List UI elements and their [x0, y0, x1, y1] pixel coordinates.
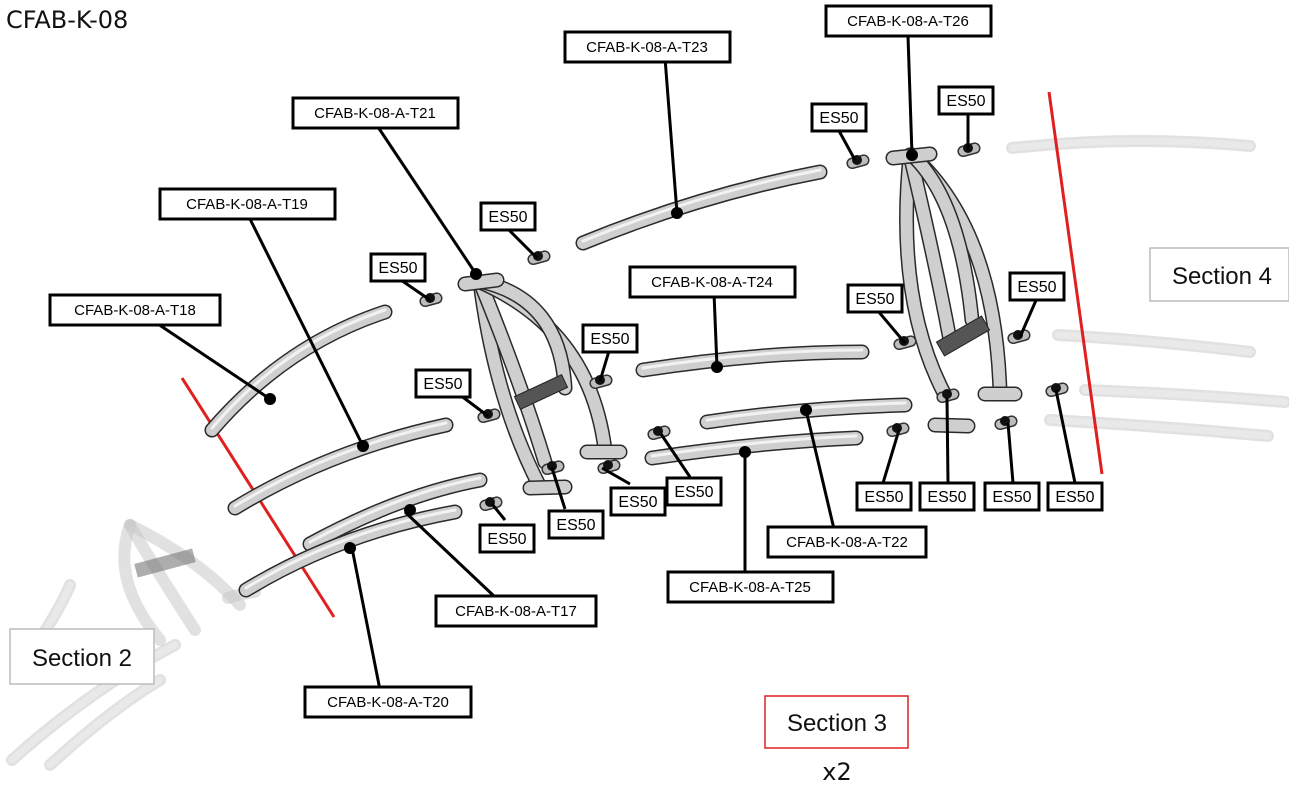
es50-tag: ES50 [846, 283, 904, 314]
section-4-box: Section 4 [1149, 247, 1289, 302]
svg-text:CFAB-K-08-A-T20: CFAB-K-08-A-T20 [327, 694, 449, 711]
section-divider-right [1047, 91, 1104, 475]
tag-t21: CFAB-K-08-A-T21 [291, 96, 460, 130]
svg-text:CFAB-K-08-A-T26: CFAB-K-08-A-T26 [847, 13, 969, 30]
es50-tags: ES50ES50ES50ES50ES50ES50ES50ES50ES50ES50… [369, 85, 1104, 554]
svg-text:CFAB-K-08-A-T24: CFAB-K-08-A-T24 [651, 274, 773, 291]
es50-label: ES50 [927, 489, 966, 506]
es50-clips [419, 142, 1069, 512]
svg-text:CFAB-K-08-A-T22: CFAB-K-08-A-T22 [786, 534, 908, 551]
tubes [204, 146, 1023, 598]
es50-label: ES50 [1017, 279, 1056, 296]
es50-tag: ES50 [937, 85, 995, 116]
es50-clip [479, 496, 503, 512]
es50-tag: ES50 [855, 481, 913, 512]
svg-text:CFAB-K-08-A-T19: CFAB-K-08-A-T19 [186, 196, 308, 213]
es50-tag: ES50 [547, 509, 605, 540]
es50-label: ES50 [423, 376, 462, 393]
es50-label: ES50 [855, 291, 894, 308]
es50-tag: ES50 [1008, 271, 1066, 302]
es50-clip [1007, 329, 1031, 345]
leader-dots [264, 149, 918, 554]
es50-label: ES50 [864, 489, 903, 506]
diagram-title: CFAB-K-08 [6, 6, 128, 34]
es50-label: ES50 [556, 517, 595, 534]
es50-label: ES50 [487, 531, 526, 548]
tag-t19: CFAB-K-08-A-T19 [158, 187, 337, 221]
es50-label: ES50 [618, 494, 657, 511]
svg-text:CFAB-K-08-A-T18: CFAB-K-08-A-T18 [74, 302, 196, 319]
svg-text:CFAB-K-08-A-T23: CFAB-K-08-A-T23 [586, 39, 708, 56]
es50-tag: ES50 [609, 486, 667, 517]
tag-t22: CFAB-K-08-A-T22 [766, 525, 928, 559]
section-2-label: Section 2 [32, 645, 132, 672]
es50-tag: ES50 [665, 476, 723, 507]
es50-tag: ES50 [983, 481, 1041, 512]
svg-text:CFAB-K-08-A-T25: CFAB-K-08-A-T25 [689, 579, 811, 596]
svg-text:CFAB-K-08-A-T21: CFAB-K-08-A-T21 [314, 105, 436, 122]
es50-label: ES50 [992, 489, 1031, 506]
quantity-label: x2 [822, 758, 851, 786]
tag-t26: CFAB-K-08-A-T26 [824, 4, 993, 38]
es50-label: ES50 [590, 331, 629, 348]
tag-t25: CFAB-K-08-A-T25 [666, 570, 835, 604]
es50-clip [994, 415, 1018, 431]
es50-tag: ES50 [479, 201, 537, 232]
tag-t17: CFAB-K-08-A-T17 [434, 594, 598, 628]
section-3-box: Section 3 [764, 695, 909, 749]
section-3-label: Section 3 [787, 710, 887, 737]
tag-t23: CFAB-K-08-A-T23 [563, 30, 732, 64]
es50-clip [647, 425, 671, 441]
svg-text:CFAB-K-08-A-T17: CFAB-K-08-A-T17 [455, 603, 577, 620]
es50-label: ES50 [1055, 489, 1094, 506]
tag-t18: CFAB-K-08-A-T18 [48, 293, 222, 327]
es50-tag: ES50 [918, 481, 976, 512]
es50-tag: ES50 [581, 323, 639, 354]
es50-label: ES50 [488, 209, 527, 226]
es50-clip [1045, 382, 1069, 398]
tag-t20: CFAB-K-08-A-T20 [303, 685, 473, 719]
es50-tag: ES50 [810, 102, 868, 133]
leader-lines [151, 35, 1077, 691]
es50-label: ES50 [819, 110, 858, 127]
es50-label: ES50 [674, 484, 713, 501]
tag-t24: CFAB-K-08-A-T24 [628, 265, 797, 299]
section-2-box: Section 2 [9, 628, 155, 685]
es50-tag: ES50 [414, 368, 472, 399]
part-tags: CFAB-K-08-A-T23 CFAB-K-08-A-T26 CFAB-K-0… [48, 4, 993, 719]
es50-clip [846, 154, 870, 170]
es50-label: ES50 [378, 260, 417, 277]
es50-tag: ES50 [1046, 481, 1104, 512]
es50-clip [936, 388, 960, 404]
es50-tag: ES50 [478, 523, 536, 554]
es50-tag: ES50 [369, 252, 427, 283]
section-4-label: Section 4 [1172, 263, 1272, 290]
ghost-tubes [6, 134, 1289, 771]
es50-label: ES50 [946, 93, 985, 110]
